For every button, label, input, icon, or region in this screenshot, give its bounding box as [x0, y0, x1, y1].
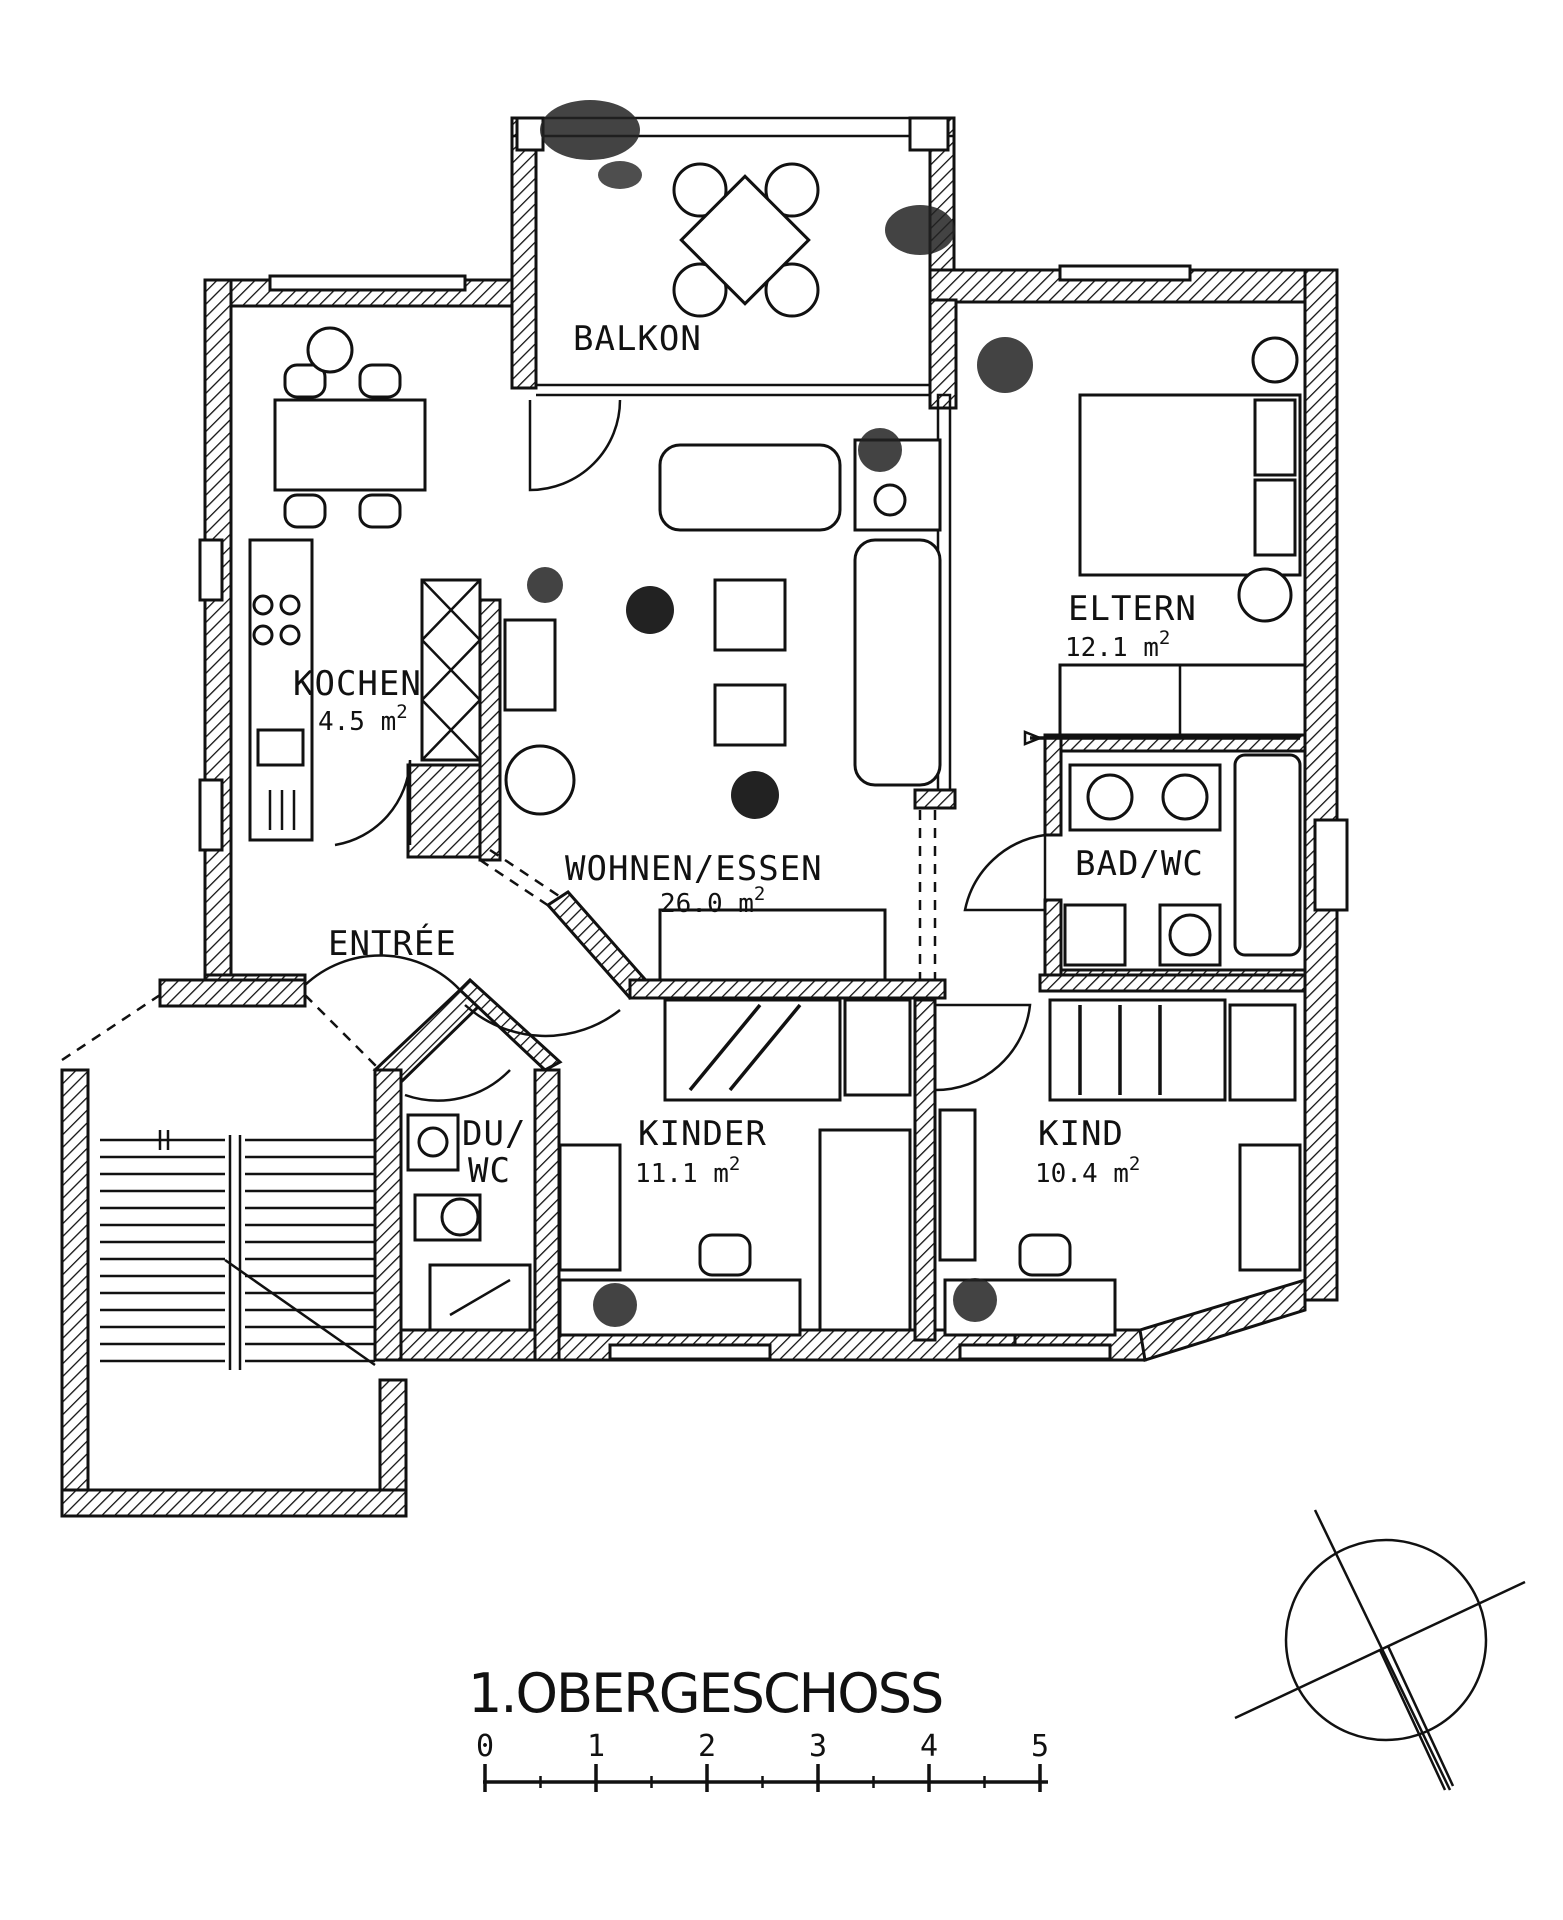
- room-label-duwc-1: DU/: [462, 1114, 526, 1154]
- living-furniture: [503, 337, 1033, 982]
- room-area-kochen: 4.5 m2: [318, 701, 408, 737]
- room-area-kinder: 11.1 m2: [635, 1153, 740, 1189]
- kinder-furniture: [558, 998, 912, 1337]
- scale-tick-label: 3: [809, 1729, 827, 1764]
- room-label-kinder: KINDER: [638, 1114, 767, 1154]
- room-area-kind: 10.4 m2: [1035, 1153, 1140, 1189]
- bedroom-furniture: [1058, 336, 1307, 737]
- shower-wc-furniture: [406, 1113, 532, 1332]
- balcony-table-icon: [672, 162, 820, 318]
- room-labels: BALKON KOCHEN 4.5 m2 WOHNEN/ESSEN 26.0 m…: [293, 319, 1204, 1191]
- plan-title: 1.OBERGESCHOSS: [468, 1662, 942, 1725]
- scale-tick-label: 0: [476, 1729, 494, 1764]
- room-label-duwc-2: WC: [468, 1151, 511, 1191]
- compass-icon: [1234, 1509, 1526, 1791]
- room-label-entree: ENTRÉE: [328, 923, 457, 964]
- scale-tick-label: 5: [1031, 1729, 1049, 1764]
- room-label-balkon: BALKON: [573, 319, 702, 359]
- bath-furniture: [1063, 753, 1302, 967]
- scale-tick-label: 2: [698, 1729, 716, 1764]
- scale-bar: 0 1 2 3 4 5: [476, 1729, 1049, 1792]
- room-area-eltern: 12.1 m2: [1065, 627, 1170, 663]
- plant-icon: [540, 100, 955, 255]
- scale-tick-label: 1: [587, 1729, 605, 1764]
- room-area-wohnen: 26.0 m2: [660, 883, 765, 919]
- room-label-bad: BAD/WC: [1075, 844, 1204, 884]
- windows: [198, 264, 1349, 1361]
- kind-furniture: [938, 998, 1302, 1337]
- scale-tick-label: 4: [920, 1729, 938, 1764]
- stairwell: [60, 978, 408, 1518]
- plan-title-block: 1.OBERGESCHOSS 0 1 2 3 4 5: [468, 1662, 1049, 1792]
- room-label-kochen: KOCHEN: [293, 664, 422, 704]
- door-swings: [304, 399, 1300, 1102]
- room-label-eltern: ELTERN: [1068, 589, 1197, 629]
- kitchen-furniture: [248, 326, 482, 842]
- room-label-wohnen: WOHNEN/ESSEN: [565, 849, 823, 889]
- room-label-kind: KIND: [1038, 1114, 1124, 1154]
